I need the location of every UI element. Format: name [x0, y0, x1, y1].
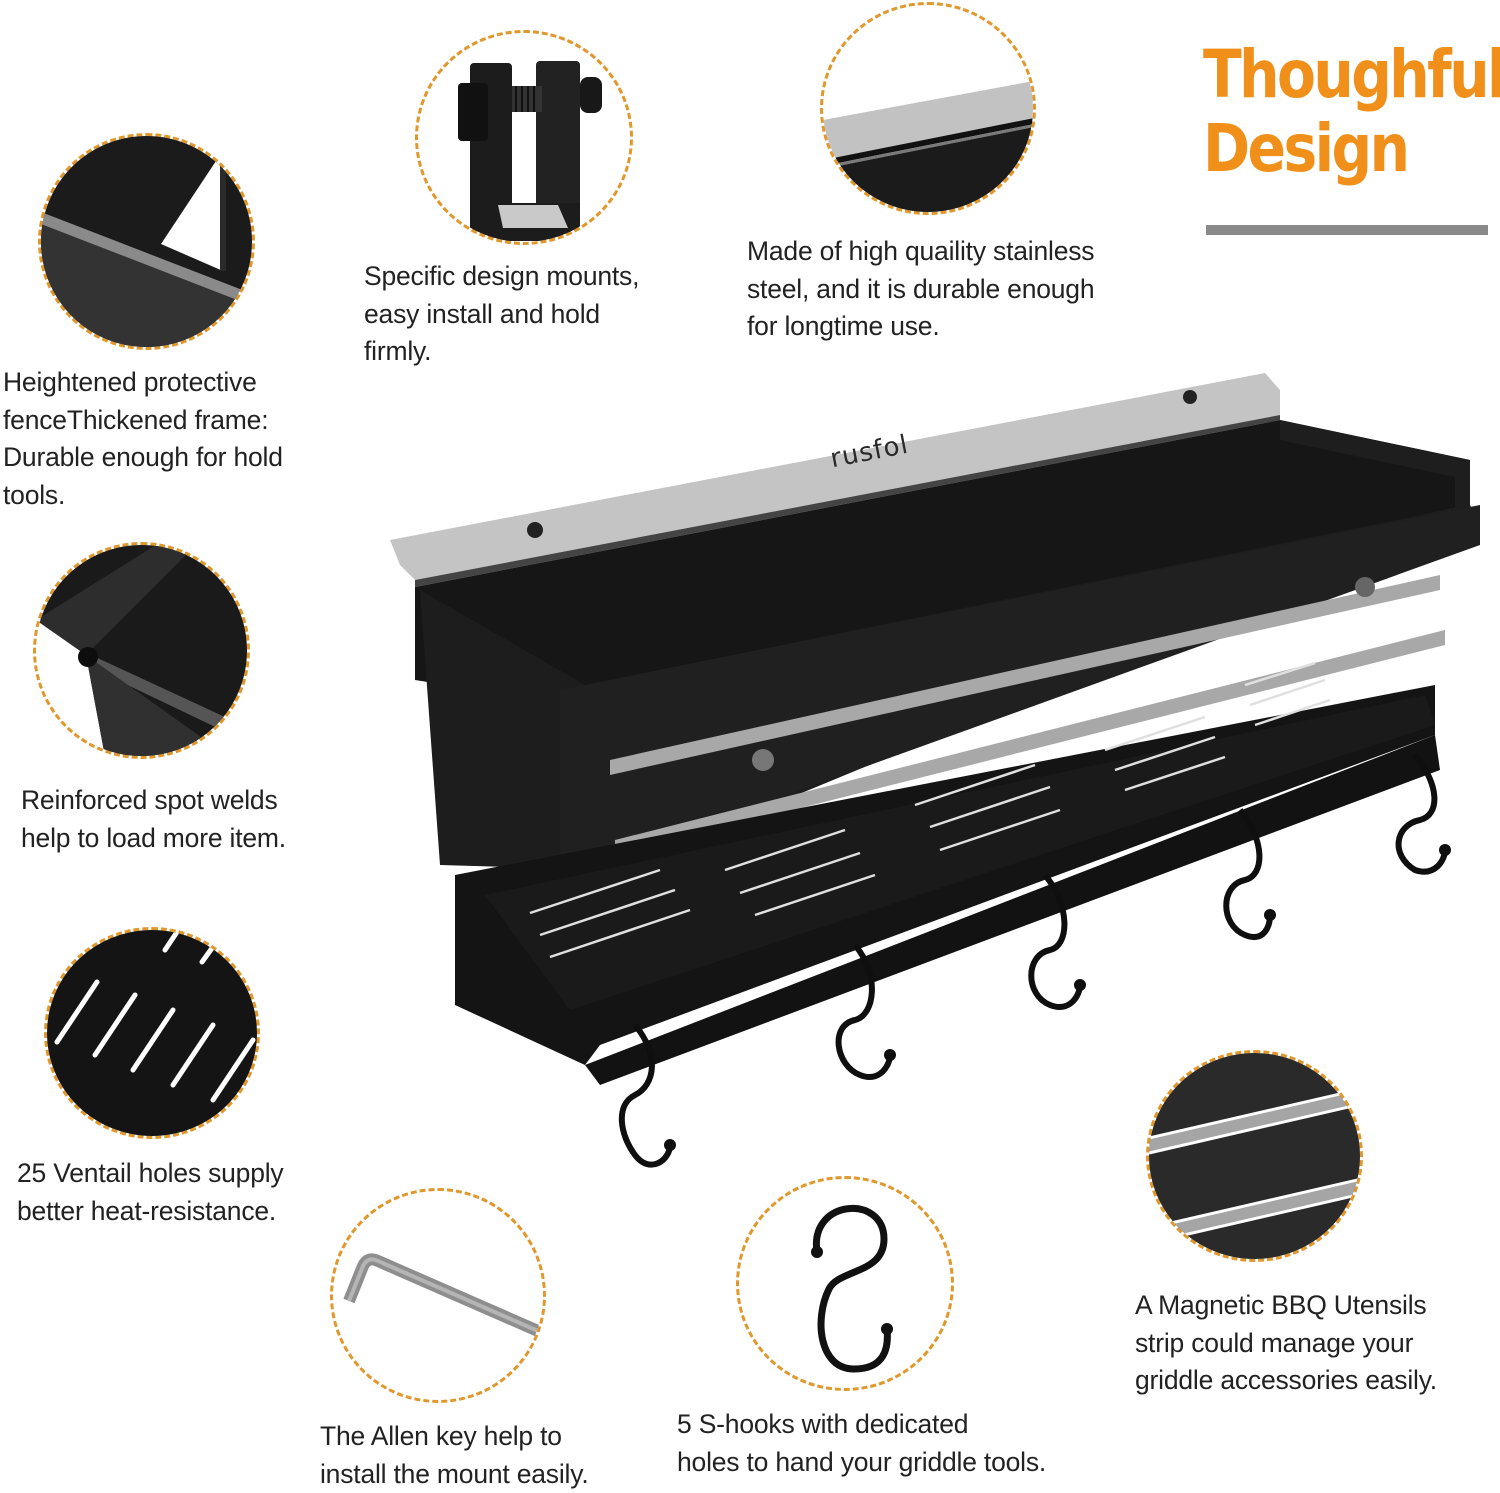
feature-caption-magnetic-strip: A Magnetic BBQ Utensils strip could mana… — [1135, 1290, 1437, 1395]
mount-clamp-icon — [415, 30, 633, 245]
s-hook-icon — [736, 1176, 954, 1391]
stainless-steel-edge-icon — [820, 2, 1036, 215]
feature-caption-mount: Specific design mounts, easy install and… — [364, 261, 640, 366]
feature-caption-s-hooks: 5 S-hooks with dedicated holes to hand y… — [677, 1409, 1047, 1477]
fence-closeup-icon — [38, 133, 255, 350]
product-image: rusfol — [385, 365, 1485, 1185]
magnetic-strip-icon — [1146, 1050, 1363, 1262]
title-underline — [1206, 225, 1488, 235]
feature-caption-steel: Made of high quaility stainless steel, a… — [747, 236, 1095, 341]
feature-caption-allen-key: The Allen key help to install the mount … — [320, 1421, 589, 1489]
feature-caption-fence: Heightened protective fenceThickened fra… — [3, 367, 283, 510]
allen-key-icon — [330, 1188, 546, 1403]
vent-holes-icon — [44, 927, 260, 1139]
feature-caption-welds: Reinforced spot welds help to load more … — [21, 785, 286, 853]
spot-weld-icon — [33, 542, 250, 759]
title-line-1: Thoughful — [1203, 36, 1500, 113]
title-line-2: Design — [1203, 110, 1410, 187]
page-title: Thoughful Design — [1203, 38, 1500, 186]
feature-caption-vents: 25 Ventail holes supply better heat-resi… — [17, 1158, 284, 1226]
